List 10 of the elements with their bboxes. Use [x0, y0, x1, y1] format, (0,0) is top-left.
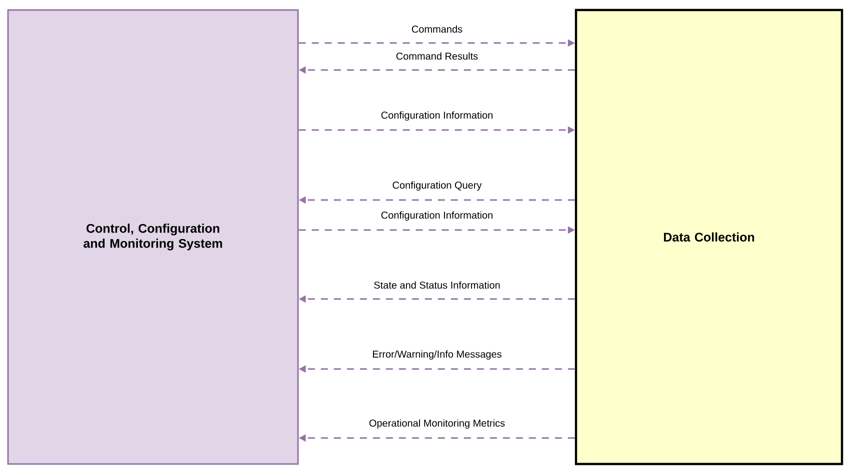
process-box: Control, Configuration and Monitoring System [7, 9, 299, 465]
edge-label: Configuration Information [381, 211, 492, 221]
edge-label: Command Results [396, 52, 478, 60]
edge-label: State and Status Information [374, 281, 500, 289]
edge-label: Commands [412, 25, 462, 33]
edge-label: Error/Warning/Info Messages [372, 350, 502, 360]
process-box: Data Collection [574, 8, 844, 466]
edge-label: Operational Monitoring Metrics [369, 419, 505, 429]
edge-label: Configuration Information [381, 111, 492, 121]
edge-label: Configuration Query [392, 181, 482, 191]
